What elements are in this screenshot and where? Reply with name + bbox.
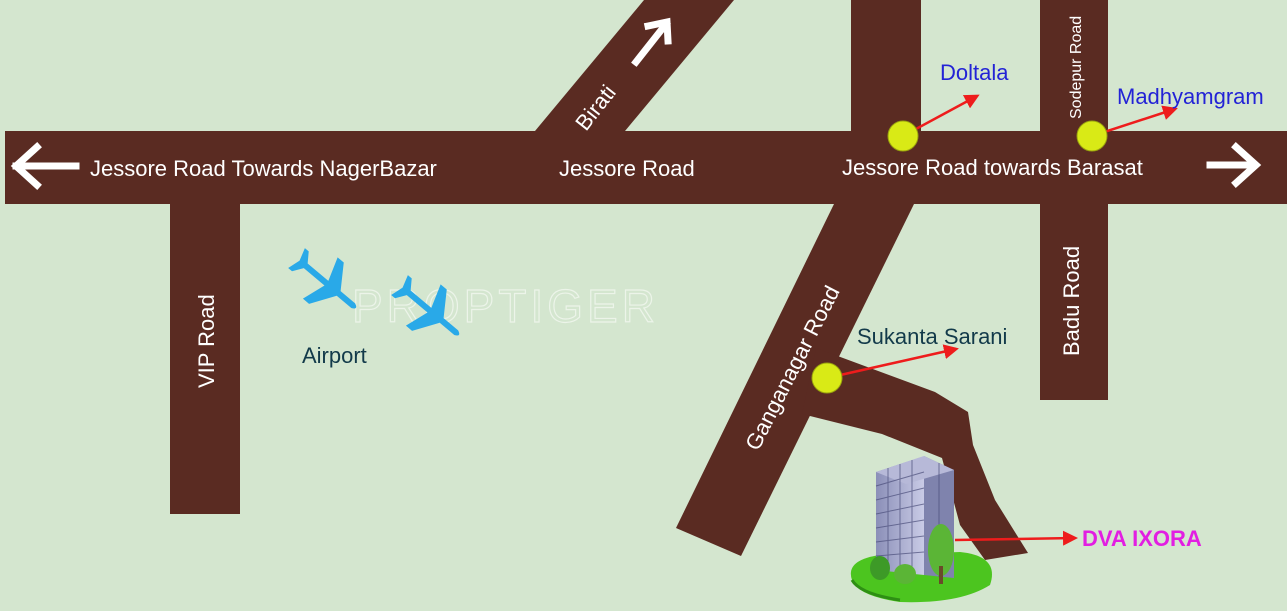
watermark: PROPTIGER — [352, 280, 659, 332]
landmark-dots — [811, 120, 1108, 394]
sukanta-sarani-road — [802, 348, 1028, 560]
arrow-left-icon — [10, 142, 80, 190]
road-label-jessore-west: Jessore Road Towards NagerBazar — [90, 156, 437, 181]
road-label-badu: Badu Road — [1059, 246, 1084, 356]
road-label-jessore-center: Jessore Road — [559, 156, 695, 181]
vip-road — [170, 204, 240, 514]
roads — [5, 0, 1287, 560]
direction-arrows — [10, 17, 1262, 190]
place-label-madhyamgram: Madhyamgram — [1117, 84, 1264, 109]
badu-road — [1040, 204, 1108, 400]
birati-road — [535, 0, 734, 131]
place-label-doltala: Doltala — [940, 60, 1009, 85]
road-label-vip: VIP Road — [194, 294, 219, 388]
place-label-project: DVA IXORA — [1082, 526, 1202, 551]
airplane-icon — [391, 275, 460, 336]
building-icon — [850, 456, 992, 603]
landmark-dot-sukanta — [811, 362, 843, 394]
project-pointer — [954, 530, 1078, 546]
road-label-sodepur: Sodepur Road — [1068, 16, 1085, 119]
jessore-road — [5, 131, 1287, 204]
sodepur-road — [1040, 0, 1108, 131]
airplane-icon — [288, 248, 357, 309]
sukanta-pointer — [826, 344, 959, 380]
landmark-dot-doltala — [887, 120, 919, 152]
airport-marker — [288, 248, 460, 336]
place-label-airport: Airport — [302, 343, 367, 368]
arrow-up-right-icon — [631, 17, 672, 67]
arrow-right-icon — [1206, 142, 1262, 188]
road-label-jessore-east: Jessore Road towards Barasat — [842, 155, 1143, 180]
landmark-dot-madhyamgram — [1076, 120, 1108, 152]
ganganagar-road — [676, 204, 914, 556]
north-road-stub — [851, 0, 921, 131]
place-label-sukanta: Sukanta Sarani — [857, 324, 1007, 349]
